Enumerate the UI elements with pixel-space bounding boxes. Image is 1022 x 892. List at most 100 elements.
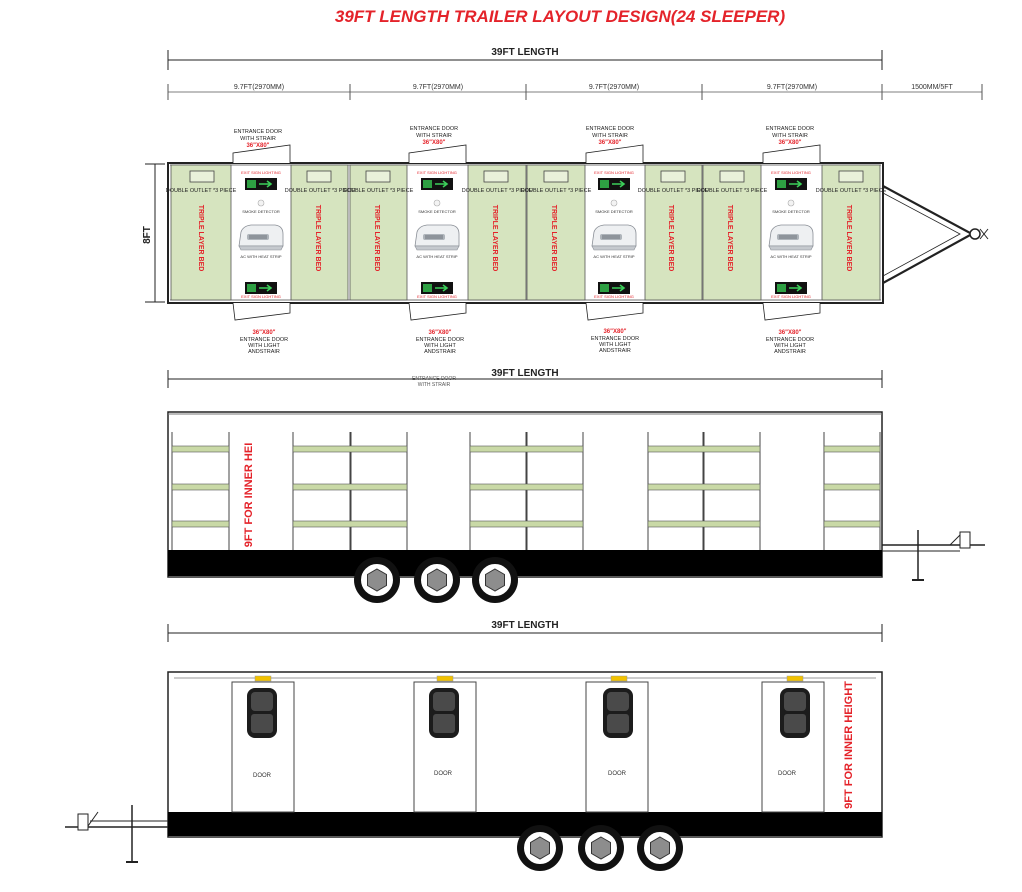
top-door-3-size: 36"X80" bbox=[598, 140, 621, 146]
aisle-3: EXIT SIGN LIGHTING SMOKE DETECTOR AC WIT… bbox=[591, 170, 637, 299]
door-label-1: DOOR bbox=[253, 773, 272, 779]
bed-6 bbox=[644, 164, 703, 301]
section-dimensions: 9.7FT(2970MM) 9.7FT(2970MM) 9.7FT(2970MM… bbox=[167, 84, 983, 100]
smoke-detector-label-1: SMOKE DETECTOR bbox=[242, 209, 280, 214]
smoke-detector-icon-3 bbox=[610, 199, 618, 207]
elevation-wheel-3 bbox=[636, 824, 684, 872]
side-wheel-1 bbox=[353, 556, 401, 604]
smoke-detector-label-3: SMOKE DETECTOR bbox=[595, 209, 633, 214]
exit-light-label-3b: EXIT SIGN LIGHTING bbox=[594, 294, 634, 299]
top-door-1-line2: WITH STRAIR bbox=[240, 136, 276, 142]
width-dimension: 8FT bbox=[142, 163, 165, 303]
elevation-view: DOOR DOOR DOOR DOOR 9FT FOR INNER HEIGHT bbox=[65, 671, 883, 872]
section-width-3: 9.7FT(2970MM) bbox=[589, 84, 639, 91]
aisle-4: EXIT SIGN LIGHTING SMOKE DETECTOR AC WIT… bbox=[768, 170, 814, 299]
door-swing-bottom-4 bbox=[762, 302, 821, 321]
exit-sign-icon-2 bbox=[420, 177, 454, 191]
top-door-1-line1: ENTRANCE DOOR bbox=[234, 129, 282, 135]
elevation-door-4: DOOR bbox=[761, 675, 825, 813]
outlet-label-5: DOUBLE OUTLET *3 PIECE bbox=[521, 188, 592, 194]
smoke-detector-icon-1 bbox=[257, 199, 265, 207]
exit-light-label-3: EXIT SIGN LIGHTING bbox=[594, 170, 634, 175]
smoke-detector-icon-2 bbox=[433, 199, 441, 207]
overall-length-dimension-middle: 39FT LENGTH ENTRANCE DOOR WITH STRAIR bbox=[167, 368, 883, 388]
side-view: 9FT FOR INNER HEI bbox=[167, 411, 985, 604]
ac-unit-icon-2 bbox=[414, 224, 460, 251]
top-door-2-size: 36"X80" bbox=[422, 140, 445, 146]
door-swing-top-1 bbox=[232, 144, 291, 163]
exit-sign-icon-4b bbox=[774, 281, 808, 295]
exit-sign-icon-2b bbox=[420, 281, 454, 295]
exit-light-label-2: EXIT SIGN LIGHTING bbox=[417, 170, 457, 175]
exit-light-label-1b: EXIT SIGN LIGHTING bbox=[241, 294, 281, 299]
side-wheel-3 bbox=[471, 556, 519, 604]
outlet-label-4: DOUBLE OUTLET *3 PIECE bbox=[462, 188, 533, 194]
overall-length-label-top: 39FT LENGTH bbox=[491, 47, 558, 58]
elevation-wheel-1 bbox=[516, 824, 564, 872]
ac-unit-icon-1 bbox=[238, 224, 284, 251]
bed-label-3: TRIPLE LAYER BED bbox=[373, 205, 380, 272]
bed-2 bbox=[290, 164, 349, 301]
door-label-2: DOOR bbox=[434, 771, 453, 777]
overall-length-dimension-top: 39FT LENGTH bbox=[167, 47, 883, 70]
bottom-door-1-line3: ANDSTRAIR bbox=[248, 349, 280, 355]
bed-1 bbox=[170, 164, 232, 301]
side-hitch bbox=[882, 530, 985, 581]
aisle-2: EXIT SIGN LIGHTING SMOKE DETECTOR AC WIT… bbox=[414, 170, 460, 299]
bottom-door-3-line3: ANDSTRAIR bbox=[599, 348, 631, 354]
tongue-length: 1500MM/5FT bbox=[911, 84, 953, 91]
top-door-3-line2: WITH STRAIR bbox=[592, 133, 628, 139]
bed-label-1: TRIPLE LAYER BED bbox=[197, 205, 204, 272]
exit-light-label-4b: EXIT SIGN LIGHTING bbox=[771, 294, 811, 299]
bottom-door-3-line2: WITH LIGHT bbox=[599, 342, 631, 348]
bed-label-7: TRIPLE LAYER BED bbox=[726, 205, 733, 272]
bottom-door-4-size: 36"X80" bbox=[778, 330, 801, 336]
top-door-4-line1: ENTRANCE DOOR bbox=[766, 126, 814, 132]
exit-sign-icon-1b bbox=[244, 281, 278, 295]
bottom-door-2-line1: ENTRANCE DOOR bbox=[416, 337, 464, 343]
bottom-door-2-line3: ANDSTRAIR bbox=[424, 349, 456, 355]
exit-light-label-4: EXIT SIGN LIGHTING bbox=[771, 170, 811, 175]
overall-length-dimension-bottom: 39FT LENGTH bbox=[167, 620, 883, 642]
bed-label-8: TRIPLE LAYER BED bbox=[845, 205, 852, 272]
width-label: 8FT bbox=[142, 226, 153, 244]
bed-label-5: TRIPLE LAYER BED bbox=[550, 205, 557, 272]
ac-unit-icon-4 bbox=[768, 224, 814, 251]
bottom-door-3-size: 36"X80" bbox=[603, 329, 626, 335]
ac-label-2: AC WITH HEAT STRIP bbox=[416, 254, 458, 259]
side-inner-height-label: 9FT FOR INNER HEI bbox=[243, 443, 255, 548]
outlet-label-2: DOUBLE OUTLET *3 PIECE bbox=[285, 188, 356, 194]
faint-door-label-line2: WITH STRAIR bbox=[418, 382, 451, 388]
elevation-hitch bbox=[65, 805, 168, 863]
door-swing-top-3 bbox=[585, 144, 644, 163]
outlet-label-7: DOUBLE OUTLET *3 PIECE bbox=[697, 188, 768, 194]
side-chassis bbox=[168, 550, 882, 576]
door-label-4: DOOR bbox=[778, 771, 797, 777]
bed-3 bbox=[349, 164, 408, 301]
bed-8 bbox=[821, 164, 881, 301]
bed-4 bbox=[467, 164, 527, 301]
elevation-door-3: DOOR bbox=[585, 675, 649, 813]
section-width-1: 9.7FT(2970MM) bbox=[234, 84, 284, 91]
bed-label-6: TRIPLE LAYER BED bbox=[667, 205, 674, 272]
bottom-door-2-size: 36"X80" bbox=[428, 330, 451, 336]
door-swing-top-2 bbox=[408, 144, 467, 163]
bottom-door-4-line3: ANDSTRAIR bbox=[774, 349, 806, 355]
side-wheel-2 bbox=[413, 556, 461, 604]
top-door-2-line1: ENTRANCE DOOR bbox=[410, 126, 458, 132]
exit-sign-icon-3 bbox=[597, 177, 631, 191]
aisle-1: EXIT SIGN LIGHTING SMOKE DETECTOR AC WIT… bbox=[238, 170, 284, 299]
bottom-door-3-line1: ENTRANCE DOOR bbox=[591, 336, 639, 342]
door-swing-bottom-3 bbox=[585, 302, 644, 321]
bunk-shelves bbox=[171, 445, 881, 528]
bottom-door-2-line2: WITH LIGHT bbox=[424, 343, 456, 349]
bed-label-4: TRIPLE LAYER BED bbox=[491, 205, 498, 272]
ac-label-1: AC WITH HEAT STRIP bbox=[240, 254, 282, 259]
bottom-door-1-line2: WITH LIGHT bbox=[248, 343, 280, 349]
section-width-4: 9.7FT(2970MM) bbox=[767, 84, 817, 91]
ac-unit-icon-3 bbox=[591, 224, 637, 251]
outlet-label-6: DOUBLE OUTLET *3 PIECE bbox=[638, 188, 709, 194]
outlet-label-3: DOUBLE OUTLET *3 PIECE bbox=[343, 188, 414, 194]
elevation-wheel-2 bbox=[577, 824, 625, 872]
